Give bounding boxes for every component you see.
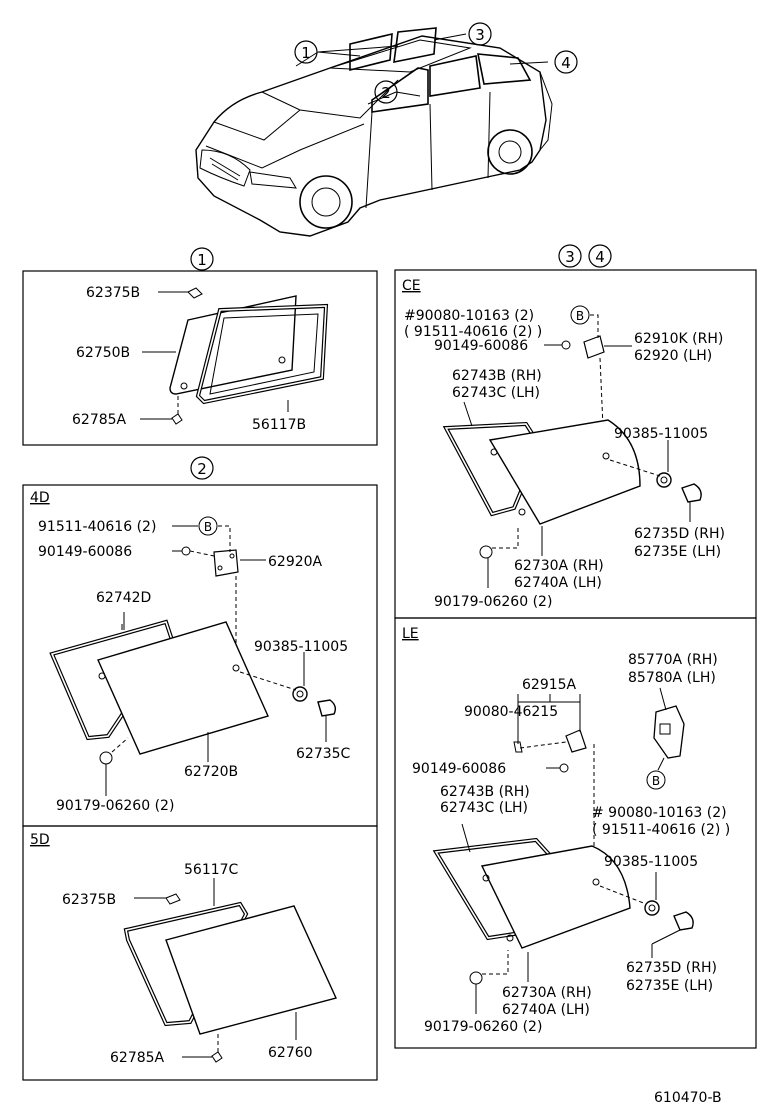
- label-ce-62920: 62920 (LH): [634, 348, 712, 364]
- van-illustration: [195, 27, 553, 237]
- label-ce-90385-11005: 90385-11005: [614, 426, 708, 442]
- svg-text:4: 4: [561, 54, 571, 72]
- variant-tag-ce: CE: [402, 278, 421, 294]
- svg-text:3: 3: [565, 248, 575, 266]
- label-90149-60086: 90149-60086: [38, 544, 132, 560]
- svg-text:1: 1: [301, 44, 311, 62]
- label-62785a: 62785A: [72, 412, 127, 428]
- label-ce-62740a: 62740A (LH): [514, 575, 602, 591]
- label-le-90149-60086: 90149-60086: [412, 761, 506, 777]
- section-5d-parts: [123, 878, 337, 1063]
- label-le-85770a: 85770A (RH): [628, 652, 718, 668]
- svg-text:4: 4: [595, 248, 605, 266]
- label-le-62735d: 62735D (RH): [626, 960, 717, 976]
- label-le-62743c: 62743C (LH): [440, 800, 528, 816]
- label-ce-91511-40616: ( 91511-40616 (2) ): [404, 324, 542, 340]
- label-62735c: 62735C: [296, 746, 351, 762]
- section-34-header: 3 4: [558, 244, 612, 268]
- label-90385-11005: 90385-11005: [254, 639, 348, 655]
- label-ce-62730a: 62730A (RH): [514, 558, 604, 574]
- figure-code: 610470-B: [654, 1090, 722, 1106]
- label-ce-90080-10163: #90080-10163 (2): [404, 308, 534, 324]
- label-ce-62910k: 62910K (RH): [634, 331, 723, 347]
- label-ce-90179-06260: 90179-06260 (2): [434, 594, 552, 610]
- label-56117c: 56117C: [184, 862, 239, 878]
- variant-tag-5d: 5D: [30, 832, 50, 848]
- label-le-62743b: 62743B (RH): [440, 784, 530, 800]
- label-ce-62735d: 62735D (RH): [634, 526, 725, 542]
- label-le-90179-06260: 90179-06260 (2): [424, 1019, 542, 1035]
- callout-4-top: 4: [554, 50, 578, 74]
- variant-tag-le: LE: [402, 626, 419, 642]
- svg-text:B: B: [652, 774, 660, 788]
- label-91511-40616: 91511-40616 (2): [38, 519, 156, 535]
- label-le-62735e: 62735E (LH): [626, 978, 713, 994]
- section-1-parts: [140, 287, 329, 425]
- svg-text:1: 1: [197, 251, 207, 269]
- label-le-62730a: 62730A (RH): [502, 985, 592, 1001]
- label-62742d: 62742D: [96, 590, 151, 606]
- section-2-parts: B: [49, 516, 337, 796]
- label-ce-62735e: 62735E (LH): [634, 544, 721, 560]
- label-ce-62743c: 62743C (LH): [452, 385, 540, 401]
- section-le-parts: B: [432, 687, 694, 1014]
- label-le-90080-46215: 90080-46215: [464, 704, 558, 720]
- label-ce-62743b: 62743B (RH): [452, 368, 542, 384]
- section-ce-parts: B: [442, 305, 702, 588]
- label-62750b: 62750B: [76, 345, 130, 361]
- section-34-le-box: [394, 617, 757, 1049]
- label-62785a-5d: 62785A: [110, 1050, 165, 1066]
- svg-text:B: B: [576, 309, 584, 323]
- label-62720b: 62720B: [184, 764, 238, 780]
- label-62375b: 62375B: [86, 285, 140, 301]
- svg-text:3: 3: [475, 26, 485, 44]
- label-le-90080-10163: # 90080-10163 (2): [592, 805, 727, 821]
- label-62375b-5d: 62375B: [62, 892, 116, 908]
- section-5d-box: [22, 825, 378, 1081]
- label-90179-06260: 90179-06260 (2): [56, 798, 174, 814]
- label-62760: 62760: [268, 1045, 313, 1061]
- section-1-box: [22, 270, 378, 446]
- callout-1-top: 1: [294, 40, 318, 64]
- svg-text:2: 2: [197, 460, 207, 478]
- callout-3-top: 3: [468, 22, 492, 46]
- label-le-90385-11005: 90385-11005: [604, 854, 698, 870]
- variant-tag-4d: 4D: [30, 490, 50, 506]
- label-ce-90149-60086: 90149-60086: [434, 338, 528, 354]
- label-le-62740a: 62740A (LH): [502, 1002, 590, 1018]
- section-1-header: 1: [190, 247, 214, 271]
- label-le-62915a: 62915A: [522, 677, 577, 693]
- label-62920a: 62920A: [268, 554, 323, 570]
- label-le-91511-40616: ( 91511-40616 (2) ): [592, 822, 730, 838]
- label-le-85780a: 85780A (LH): [628, 670, 716, 686]
- label-56117b: 56117B: [252, 417, 306, 433]
- svg-text:2: 2: [381, 84, 391, 102]
- callout-2-top: 2: [374, 80, 398, 104]
- section-2-header: 2: [190, 456, 214, 480]
- svg-text:B: B: [204, 520, 212, 534]
